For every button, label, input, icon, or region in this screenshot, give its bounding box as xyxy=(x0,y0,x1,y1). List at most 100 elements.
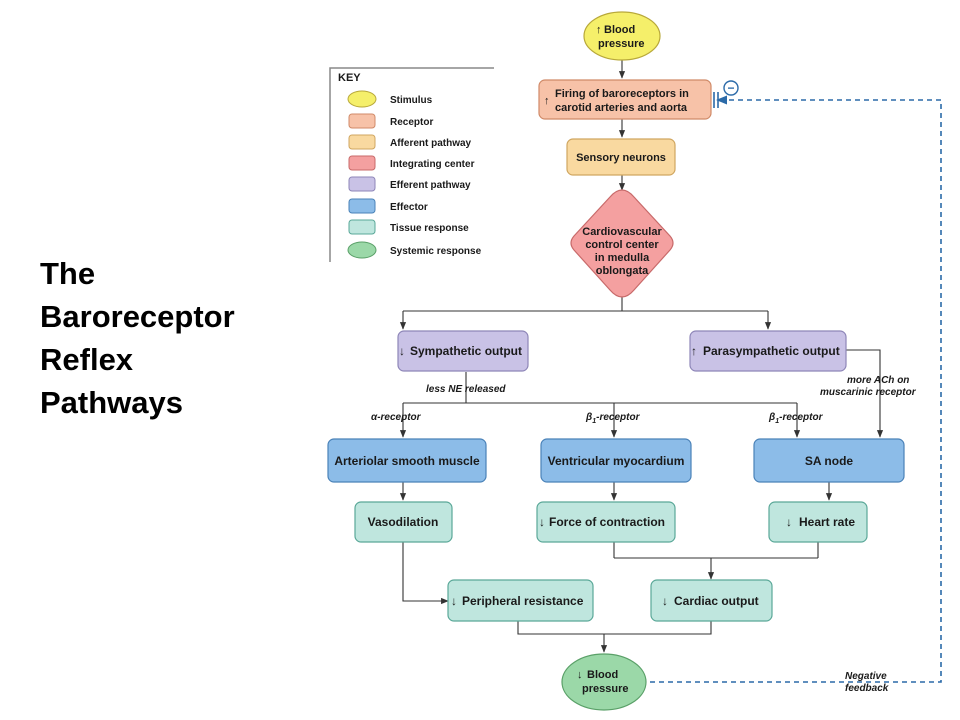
negative-feedback-label-2: feedback xyxy=(845,683,889,694)
alpha-receptor-label: α-receptor xyxy=(371,412,422,423)
key-label: Receptor xyxy=(390,117,433,128)
ventricular-node: Ventricular myocardium xyxy=(540,438,692,483)
key-item-tissue: Tissue response xyxy=(348,219,469,235)
key-border xyxy=(329,67,494,262)
center-line2: control center xyxy=(585,239,659,251)
edge-parasympathetic-to-sa xyxy=(846,349,884,438)
key-item-integrating: Integrating center xyxy=(348,155,475,171)
more-ach-label-2: muscarinic receptor xyxy=(820,387,917,398)
afferent-swatch xyxy=(348,134,376,150)
inhibition-marker: − xyxy=(713,80,739,108)
heartrate-node: ↓ Heart rate xyxy=(768,501,868,543)
systemic-swatch xyxy=(347,241,377,259)
less-ne-label: less NE released xyxy=(426,384,506,395)
key-item-effector: Effector xyxy=(348,198,428,214)
title-line: Pathways xyxy=(40,385,184,420)
down-arrow-icon: ↓ xyxy=(577,669,583,681)
key-label: Integrating center xyxy=(390,159,475,170)
minus-sign: − xyxy=(727,81,734,95)
key-item-afferent: Afferent pathway xyxy=(348,134,472,150)
beta-subscript: 1 xyxy=(592,418,596,425)
vasodilation-node: Vasodilation xyxy=(354,501,453,543)
more-ach-label-1: more ACh on xyxy=(847,375,909,386)
edge-vasodilation-peripheral xyxy=(402,541,449,605)
response-node: ↓ Blood pressure xyxy=(561,653,647,711)
effector-swatch xyxy=(348,198,376,214)
down-arrow-icon: ↓ xyxy=(786,515,792,529)
heartrate-label: Heart rate xyxy=(799,515,855,529)
center-node: Cardiovascular control center in medulla… xyxy=(570,189,674,298)
force-node: ↓ Force of contraction xyxy=(536,501,676,543)
sa-node: SA node xyxy=(753,438,905,483)
key-label: Stimulus xyxy=(390,95,433,106)
ventricular-label: Ventricular myocardium xyxy=(548,454,685,468)
key-label: Systemic response xyxy=(390,246,482,257)
arteriolar-label: Arteriolar smooth muscle xyxy=(334,454,480,468)
peripheral-node: ↓ Peripheral resistance xyxy=(447,579,594,622)
key-label: Afferent pathway xyxy=(390,138,472,149)
center-line1: Cardiovascular xyxy=(582,226,662,238)
beta-symbol: β xyxy=(768,412,775,423)
key-label: Effector xyxy=(390,202,428,213)
negative-feedback-line xyxy=(650,95,942,683)
vasodilation-shape xyxy=(354,501,453,543)
beta-symbol: β xyxy=(585,412,592,423)
center-shape xyxy=(570,189,674,298)
key-label: Efferent pathway xyxy=(390,180,471,191)
parasympathetic-shape xyxy=(689,330,847,372)
receptor-swatch xyxy=(348,113,376,129)
afferent-shape xyxy=(566,138,676,176)
edge-systemic-bar xyxy=(517,621,712,635)
center-line3: in medulla xyxy=(595,252,650,264)
key-label: Tissue response xyxy=(390,223,469,234)
down-arrow-icon: ↓ xyxy=(539,515,545,529)
up-arrow-icon: ↑ xyxy=(691,344,697,358)
key-legend: KEY Stimulus Receptor Afferent pathway I… xyxy=(329,67,494,262)
down-arrow-icon: ↓ xyxy=(451,594,457,608)
response-line2: pressure xyxy=(582,683,628,695)
sa-node-label: SA node xyxy=(805,454,854,468)
stimulus-node: ↑ Blood pressure xyxy=(583,11,661,61)
parasympathetic-node: ↑ Parasympathetic output xyxy=(689,330,847,372)
down-arrow-icon: ↓ xyxy=(662,594,668,608)
integrating-swatch xyxy=(348,155,376,171)
receptor-shape xyxy=(538,79,712,120)
up-arrow-icon: ↑ xyxy=(544,95,550,107)
ventricular-shape xyxy=(540,438,692,483)
sympathetic-node: ↓ Sympathetic output xyxy=(397,330,529,372)
sa-node-shape xyxy=(753,438,905,483)
connectors xyxy=(399,60,942,683)
beta-receptor-label-sa: β1-receptor xyxy=(768,412,824,425)
receptor-line2: carotid arteries and aorta xyxy=(555,102,688,114)
response-line1: Blood xyxy=(587,669,618,681)
peripheral-shape xyxy=(447,579,594,622)
key-heading: KEY xyxy=(338,72,361,84)
beta-suffix: -receptor xyxy=(596,412,640,423)
efferent-swatch xyxy=(348,176,376,192)
stimulus-shape xyxy=(583,11,661,61)
title-line: The xyxy=(40,256,96,291)
cardiac-label: Cardiac output xyxy=(674,594,759,608)
tissue-swatch xyxy=(348,219,376,235)
beta-suffix: -receptor xyxy=(779,412,823,423)
slide-title: The Baroreceptor Reflex Pathways xyxy=(40,252,235,424)
beta-receptor-label-ventricular: β1-receptor xyxy=(585,412,641,425)
down-arrow-icon: ↓ xyxy=(399,344,405,358)
receptor-line1: Firing of baroreceptors in xyxy=(555,88,689,100)
up-arrow-icon: ↑ xyxy=(596,24,602,36)
afferent-node: Sensory neurons xyxy=(566,138,676,176)
heartrate-shape xyxy=(768,501,868,543)
sympathetic-label: Sympathetic output xyxy=(410,344,522,358)
cardiac-node: ↓ Cardiac output xyxy=(650,579,773,622)
title-line: Baroreceptor xyxy=(40,299,235,334)
afferent-label: Sensory neurons xyxy=(576,152,666,164)
key-item-receptor: Receptor xyxy=(348,113,433,129)
minus-icon xyxy=(723,80,739,96)
peripheral-label: Peripheral resistance xyxy=(462,594,584,608)
force-shape xyxy=(536,501,676,543)
beta-subscript: 1 xyxy=(775,418,779,425)
parasympathetic-label: Parasympathetic output xyxy=(703,344,840,358)
arteriolar-node: Arteriolar smooth muscle xyxy=(327,438,487,483)
vasodilation-label: Vasodilation xyxy=(368,515,439,529)
